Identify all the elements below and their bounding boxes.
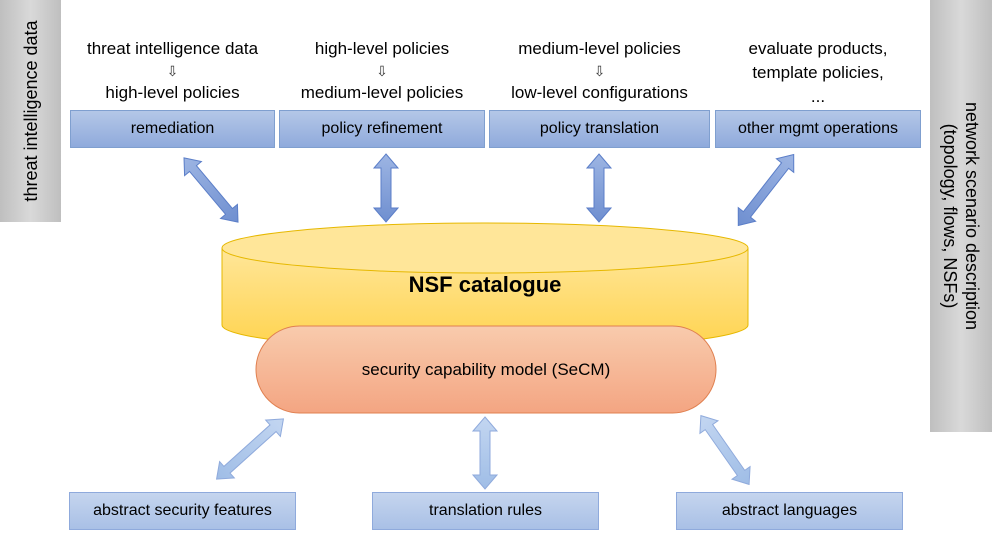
top-text-remediation: threat intelligence data ⇩ high-level po… <box>70 37 275 105</box>
double-arrow-icon <box>183 157 239 223</box>
double-arrow-icon <box>372 153 400 223</box>
top-text-line1: medium-level policies <box>518 39 681 58</box>
top-text-translation: medium-level policies ⇩ low-level config… <box>489 37 710 105</box>
top-text-line-mid: template policies, <box>752 63 884 82</box>
network-scenario-sidebar: network scenario description (topology, … <box>930 0 992 432</box>
double-arrow-icon <box>699 414 751 486</box>
policy-refinement-box: policy refinement <box>279 110 485 148</box>
double-arrow-icon <box>471 416 499 490</box>
nsf-catalogue-cylinder <box>221 222 749 351</box>
threat-intelligence-sidebar: threat intelligence data <box>0 0 61 222</box>
down-arrow-icon: ⇩ <box>376 63 388 79</box>
down-arrow-icon: ⇩ <box>593 63 606 79</box>
other-mgmt-operations-box: other mgmt operations <box>715 110 921 148</box>
nsf-catalogue-label: NSF catalogue <box>408 272 562 297</box>
top-text-refinement: high-level policies ⇩ medium-level polic… <box>279 37 485 105</box>
policy-translation-box: policy translation <box>489 110 710 148</box>
top-text-line2: medium-level policies <box>300 83 464 102</box>
translation-rules-box: translation rules <box>372 492 599 530</box>
top-text-line2: low-level configurations <box>511 83 688 102</box>
double-arrow-icon <box>585 153 613 223</box>
top-text-line2: ... <box>810 87 826 106</box>
top-text-line1: high-level policies <box>314 39 450 58</box>
down-arrow-icon: ⇩ <box>166 63 179 79</box>
abstract-security-features-box: abstract security features <box>69 492 296 530</box>
secm-capsule <box>255 325 717 414</box>
abstract-languages-box: abstract languages <box>676 492 903 530</box>
top-text-line2: high-level policies <box>105 83 240 102</box>
top-text-line1: evaluate products, <box>748 39 888 58</box>
double-arrow-icon <box>215 418 285 480</box>
secm-label: security capability model (SeCM) <box>361 360 611 379</box>
double-arrow-icon <box>737 153 795 227</box>
top-text-other-ops: evaluate products, template policies, ..… <box>715 37 921 109</box>
top-text-line1: threat intelligence data <box>86 39 259 58</box>
remediation-box: remediation <box>70 110 275 148</box>
